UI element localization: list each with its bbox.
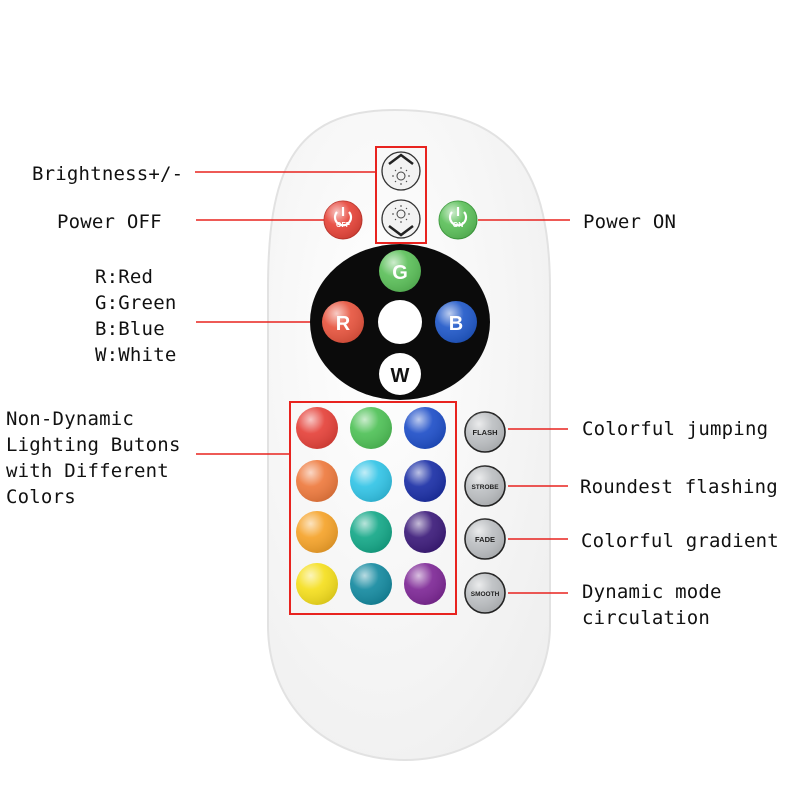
non-dynamic-line: Non-Dynamic: [6, 408, 135, 430]
rgb-legend-red: R:Red: [95, 266, 154, 288]
brightness-down-button[interactable]: [381, 199, 421, 239]
color-button[interactable]: [350, 460, 392, 502]
non-dynamic-line: Lighting Butons: [6, 434, 181, 456]
non-dynamic-label: Non-Dynamic Lighting Butons with Differe…: [6, 406, 181, 510]
mode-button-strobe[interactable]: STROBE: [464, 465, 506, 507]
mode-button-label: FADE: [475, 535, 495, 544]
color-button[interactable]: [350, 407, 392, 449]
color-grid-highlight-box: [289, 401, 457, 615]
flash-description: Colorful jumping: [582, 418, 769, 440]
color-button[interactable]: [296, 511, 338, 553]
color-button[interactable]: [296, 460, 338, 502]
rgb-legend-white: W:White: [95, 344, 177, 366]
callout-lines: [195, 171, 570, 594]
white-button[interactable]: W: [379, 353, 421, 395]
color-button[interactable]: [404, 511, 446, 553]
color-button[interactable]: [404, 563, 446, 605]
mode-button-label: FLASH: [473, 428, 498, 437]
color-button[interactable]: [404, 460, 446, 502]
color-button[interactable]: [296, 563, 338, 605]
brightness-highlight-box: [375, 146, 427, 244]
non-dynamic-line: with Different: [6, 460, 169, 482]
brightness-label: Brightness+/-: [32, 163, 184, 185]
mode-buttons: FLASH STROBE FADE SMOOTH: [464, 411, 506, 614]
mode-button-label: STROBE: [471, 484, 499, 491]
mode-button-fade[interactable]: FADE: [464, 518, 506, 560]
color-button[interactable]: [296, 407, 338, 449]
mode-button-smooth[interactable]: SMOOTH: [464, 572, 506, 614]
green-button-label: G: [392, 262, 408, 284]
power-on-label: Power ON: [583, 211, 677, 233]
power-icon: [448, 211, 468, 227]
mode-button-flash[interactable]: FLASH: [464, 411, 506, 453]
color-grid: [296, 407, 446, 605]
rgb-legend: R:Red G:Green B:Blue W:White: [95, 264, 176, 368]
power-icon: [333, 211, 353, 227]
chevron-down-icon: [388, 225, 414, 237]
mode-button-label: SMOOTH: [471, 591, 500, 598]
color-button[interactable]: [350, 511, 392, 553]
fade-description: Colorful gradient: [581, 530, 779, 552]
blue-button-label: B: [449, 313, 463, 335]
color-button[interactable]: [404, 407, 446, 449]
non-dynamic-line: Colors: [6, 486, 76, 508]
color-button[interactable]: [350, 563, 392, 605]
smooth-description-line: circulation: [582, 607, 711, 629]
green-button[interactable]: G: [379, 250, 421, 292]
strobe-description: Roundest flashing: [580, 476, 778, 498]
sun-icon: [392, 205, 410, 223]
chevron-up-icon: [388, 153, 414, 165]
power-off-label: Power OFF: [57, 211, 162, 233]
white-center-button[interactable]: [378, 300, 422, 344]
power-on-button-text: ON: [453, 222, 464, 229]
smooth-description: Dynamic mode circulation: [582, 579, 722, 631]
red-button-label: R: [336, 313, 351, 335]
blue-button[interactable]: B: [435, 301, 477, 343]
rgb-legend-blue: B:Blue: [95, 318, 165, 340]
red-button[interactable]: R: [322, 301, 364, 343]
brightness-up-button[interactable]: [381, 151, 421, 191]
smooth-description-line: Dynamic mode: [582, 581, 722, 603]
rgb-legend-green: G:Green: [95, 292, 177, 314]
power-on-button[interactable]: ON: [438, 200, 478, 240]
sun-icon: [392, 167, 410, 185]
power-off-button[interactable]: OFF: [323, 200, 363, 240]
power-off-button-text: OFF: [336, 222, 351, 229]
white-button-label: W: [391, 365, 410, 387]
